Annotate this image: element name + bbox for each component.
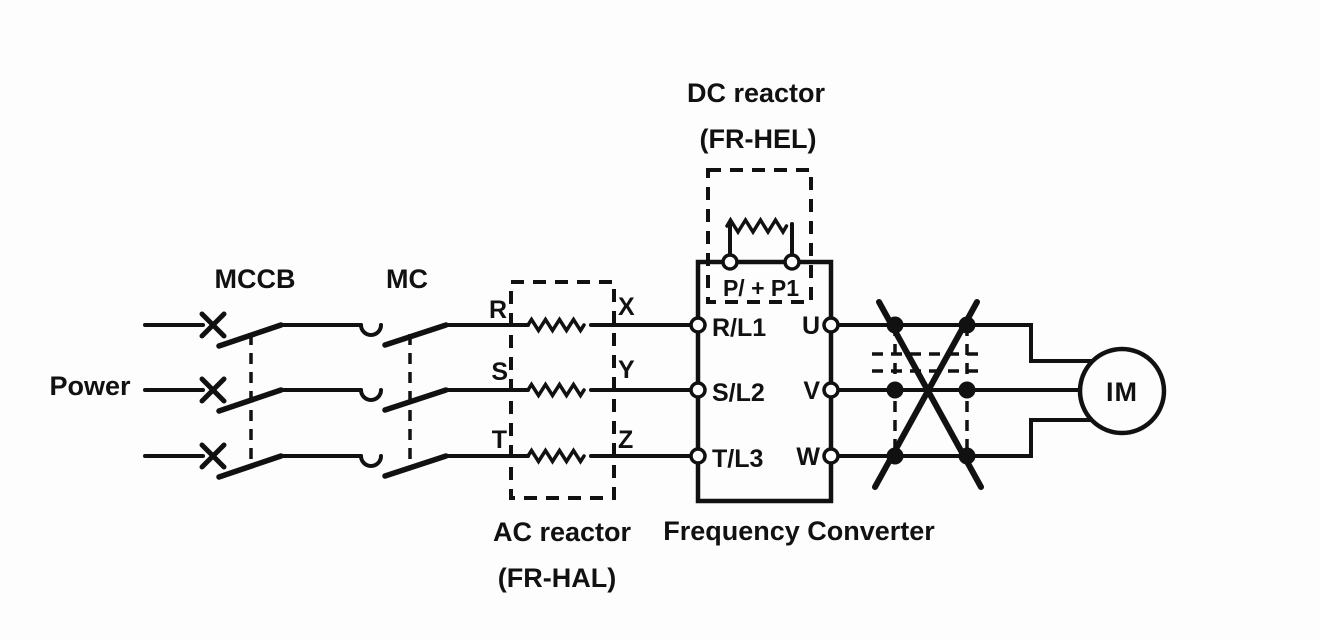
converter-output-u: U bbox=[802, 312, 820, 340]
mc-contactor bbox=[359, 322, 449, 479]
converter-name: Frequency Converter bbox=[663, 516, 935, 546]
motor: IM bbox=[1077, 346, 1167, 436]
dc-reactor bbox=[706, 168, 813, 304]
converter-input-r-l1: R/L1 bbox=[712, 314, 766, 342]
dc-reactor-model: (FR-HEL) bbox=[700, 124, 817, 154]
dc-reactor-name: DC reactor bbox=[687, 78, 826, 108]
ac-input-r: R bbox=[489, 296, 507, 324]
power-label: Power bbox=[49, 371, 131, 401]
dc-reactor-terminal-label: P/ + P1 bbox=[723, 275, 799, 301]
power-line-x-marks bbox=[199, 311, 227, 470]
motor-label: IM bbox=[1106, 377, 1138, 407]
converter-input-s-l2: S/L2 bbox=[712, 379, 765, 407]
ac-reactor-coil-r bbox=[526, 316, 586, 334]
mc-contact-arcs bbox=[359, 323, 383, 468]
phase-swap-crossout bbox=[872, 299, 986, 490]
ac-reactor-coil-t bbox=[526, 447, 586, 465]
terminal-v bbox=[822, 381, 840, 399]
terminal-w bbox=[822, 447, 840, 465]
ac-output-z: Z bbox=[618, 426, 633, 454]
ac-input-t: T bbox=[492, 426, 507, 454]
converter-input-t-l3: T/L3 bbox=[712, 445, 763, 473]
terminal-s-l2 bbox=[689, 381, 707, 399]
converter-terminals bbox=[689, 253, 840, 465]
terminal-t-l3 bbox=[689, 447, 707, 465]
ac-output-x: X bbox=[618, 293, 635, 321]
cross-out-x bbox=[872, 299, 984, 490]
converter-output-v: V bbox=[803, 377, 820, 405]
terminal-p1 bbox=[783, 253, 801, 271]
terminal-p bbox=[721, 253, 739, 271]
terminal-r-l1 bbox=[689, 316, 707, 334]
ac-reactor-model: (FR-HAL) bbox=[498, 563, 616, 593]
ac-output-y: Y bbox=[618, 356, 635, 384]
ac-reactor-coil-s bbox=[526, 381, 586, 399]
input-phase-wires bbox=[443, 316, 693, 465]
ac-reactor-name: AC reactor bbox=[493, 517, 632, 547]
converter-output-w: W bbox=[796, 443, 820, 471]
dc-reactor-box bbox=[706, 168, 813, 304]
mc-label: MC bbox=[386, 264, 428, 294]
ac-input-s: S bbox=[491, 358, 508, 386]
motor-circle bbox=[1077, 346, 1167, 436]
dc-reactor-coil bbox=[725, 216, 794, 260]
mccb-breaker bbox=[216, 322, 363, 480]
ac-reactor-box bbox=[509, 280, 616, 500]
mccb-label: MCCB bbox=[215, 264, 296, 294]
terminal-u bbox=[822, 316, 840, 334]
power-supply-lines bbox=[143, 323, 205, 458]
